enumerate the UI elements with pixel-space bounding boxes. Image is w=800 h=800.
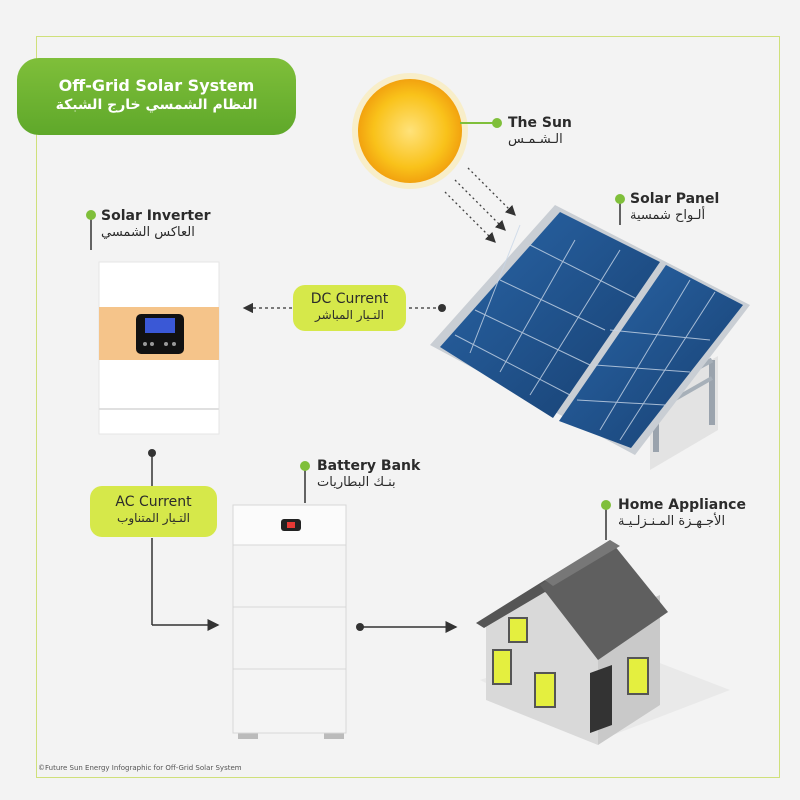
- title-ar: النظام الشمسي خارج الشبكة: [55, 97, 258, 113]
- home-appliance-icon: [476, 540, 730, 745]
- sun-rays: [444, 167, 516, 243]
- dc-current-badge: DC Current التـيار المباشر: [293, 285, 406, 331]
- sun-label: The Sun الـشـمـس: [508, 114, 572, 148]
- ac-current-ar: التـيار المتناوب: [117, 511, 190, 525]
- sun-label-en: The Sun: [508, 115, 572, 131]
- diagram-title: Off-Grid Solar System النظام الشمسي خارج…: [17, 58, 296, 135]
- solar-inverter-label: Solar Inverter العاكس الشمسي: [101, 207, 211, 241]
- solar-inverter-icon: [98, 261, 220, 435]
- title-en: Off-Grid Solar System: [58, 76, 255, 95]
- solar-panel-label: Solar Panel ألـواح شمسية: [630, 190, 719, 224]
- solar-panel-label-en: Solar Panel: [630, 191, 720, 207]
- sun-icon: [352, 73, 468, 189]
- home-appliance-label-ar: الأجـهـزة المـنـزلـيـة: [618, 514, 726, 529]
- battery-bank-label-ar: بنـك البطاريات: [317, 475, 396, 490]
- dc-current-en: DC Current: [310, 291, 389, 307]
- ac-current-badge: AC Current التـيار المتناوب: [90, 486, 217, 537]
- connector-lines: [86, 118, 625, 633]
- solar-panel-label-ar: ألـواح شمسية: [630, 208, 706, 223]
- home-appliance-label: Home Appliance الأجـهـزة المـنـزلـيـة: [618, 496, 746, 530]
- solar-inverter-label-en: Solar Inverter: [101, 208, 211, 224]
- solar-panel-icon: [430, 205, 750, 470]
- home-appliance-label-en: Home Appliance: [618, 497, 746, 513]
- diagram-frame: [36, 36, 780, 778]
- solar-inverter-label-ar: العاكس الشمسي: [101, 225, 195, 240]
- battery-bank-icon: [232, 504, 347, 739]
- dc-current-ar: التـيار المباشر: [315, 308, 384, 322]
- battery-bank-label-en: Battery Bank: [317, 458, 421, 474]
- ac-current-en: AC Current: [115, 494, 192, 510]
- credit-text: ©Future Sun Energy Infographic for Off-G…: [38, 764, 242, 772]
- battery-bank-label: Battery Bank بنـك البطاريات: [317, 457, 420, 491]
- sun-label-ar: الـشـمـس: [508, 132, 563, 147]
